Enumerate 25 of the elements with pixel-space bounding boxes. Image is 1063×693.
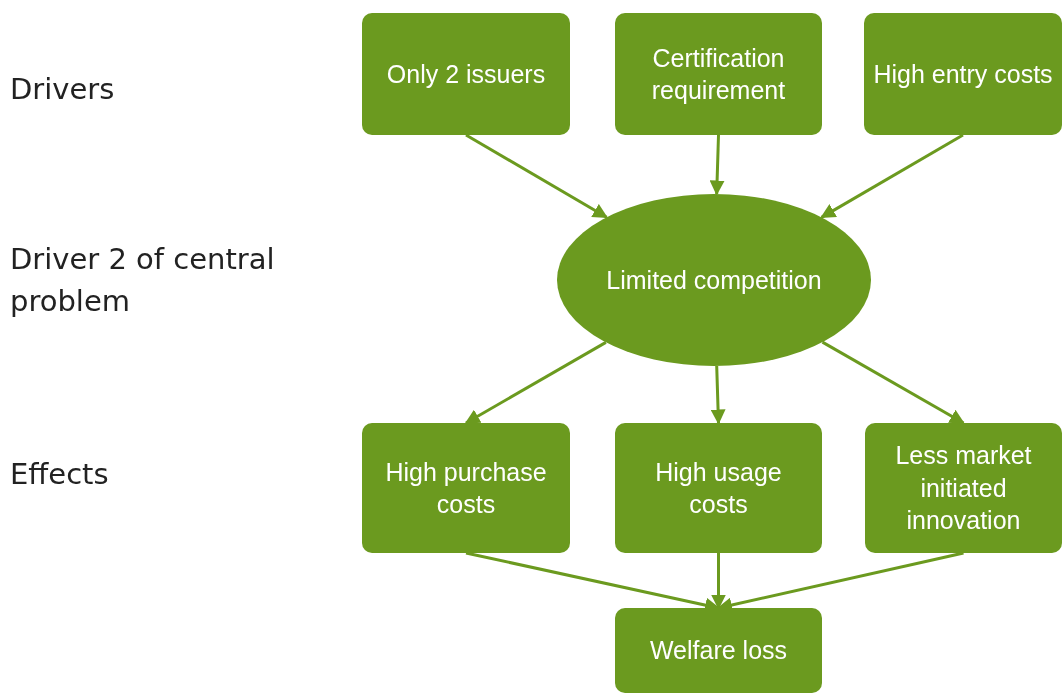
process-box: [865, 423, 1062, 553]
node-label: High usage costs: [654, 456, 783, 520]
row-label: Effects: [10, 456, 110, 493]
node-label: Certification requirement: [650, 42, 787, 106]
node-label: Limited competition: [606, 264, 822, 296]
arrow: [821, 340, 965, 425]
node-label: Only 2 issuers: [386, 58, 546, 90]
node-label: Less market initiated innovation: [894, 440, 1033, 537]
node-label: High entry costs: [873, 58, 1053, 90]
process-box: [615, 608, 822, 693]
arrow: [709, 134, 725, 196]
arrow: [820, 133, 964, 219]
process-box: [362, 13, 570, 135]
arrow: [711, 553, 726, 610]
row-label: Drivers: [10, 71, 116, 108]
node-label: High purchase costs: [384, 456, 548, 520]
process-box: [864, 13, 1062, 135]
node-label: Welfare loss: [649, 635, 788, 667]
process-box: [615, 423, 822, 553]
process-box: [615, 13, 822, 135]
arrow: [465, 133, 608, 219]
arrow: [710, 365, 726, 425]
arrow: [464, 341, 607, 425]
process-box: [362, 423, 570, 553]
row-label: Driver 2 of central problem: [10, 241, 276, 321]
